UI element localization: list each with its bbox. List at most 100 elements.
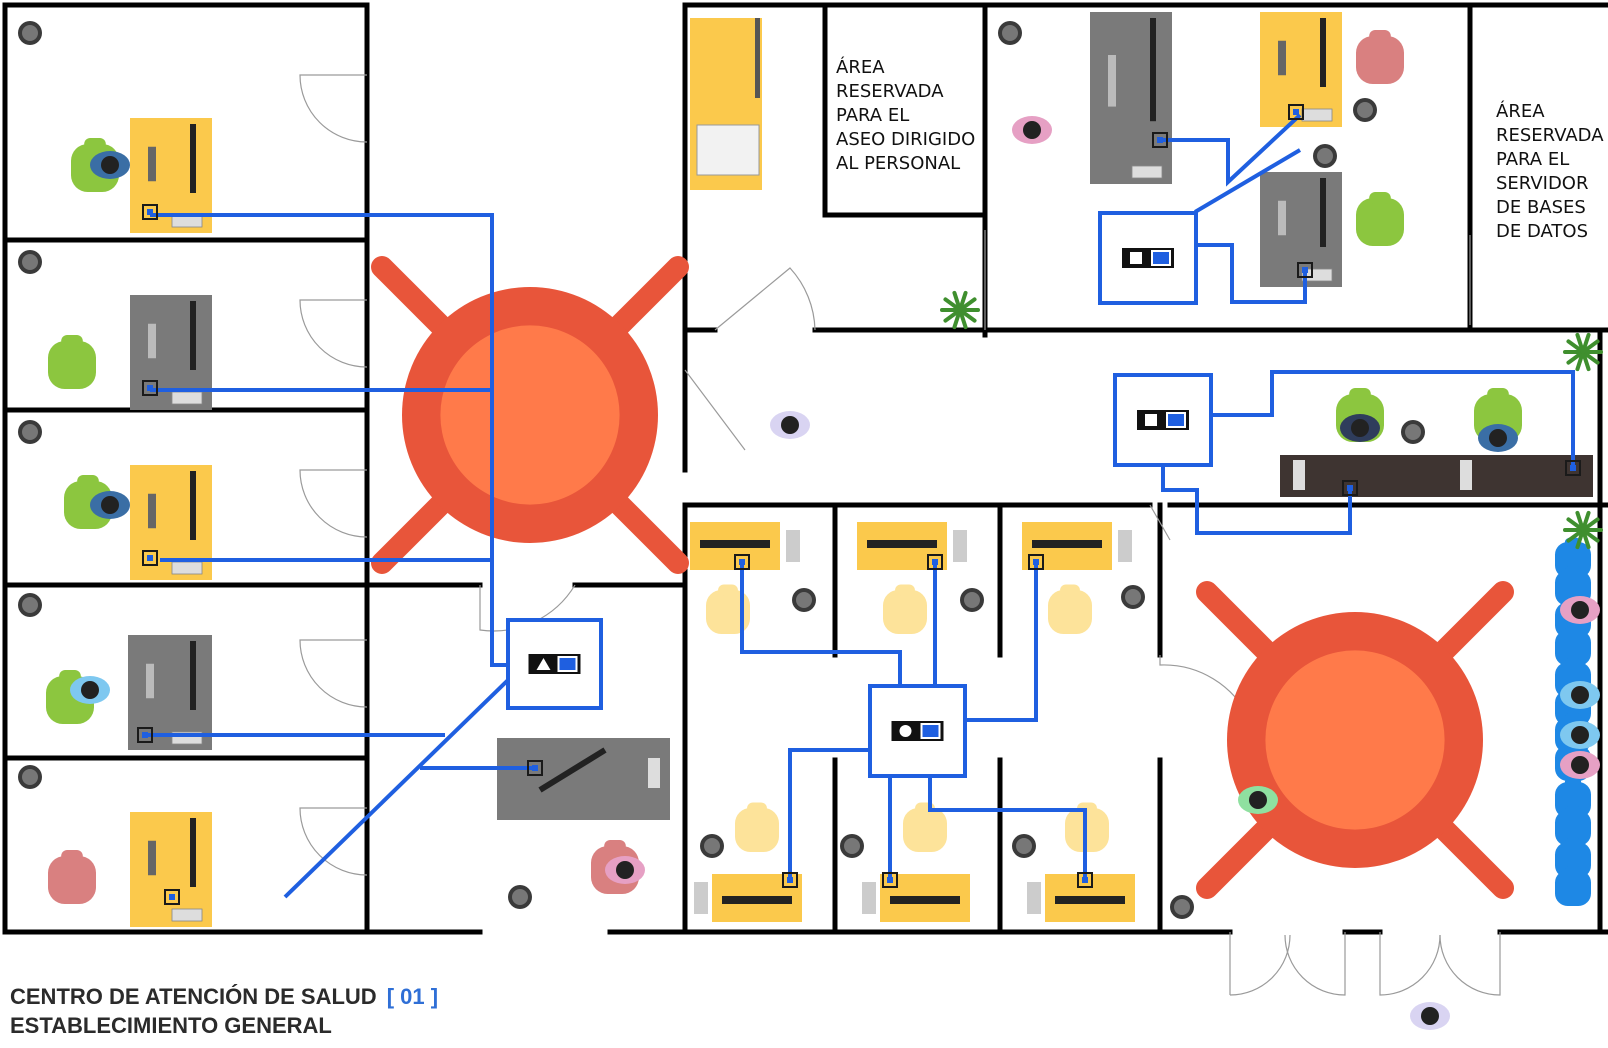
person-office-1 (90, 151, 130, 179)
person-entrance (1410, 1002, 1450, 1030)
network-cable-8 (1193, 148, 1302, 214)
chair-office-1-back (84, 138, 106, 150)
chair-admin-2-back (1369, 30, 1391, 42)
network-port-9-dot (1347, 485, 1353, 491)
desk-office-5-keyboard (148, 840, 156, 876)
network-switch-cubicles (868, 684, 967, 778)
chair-lab-back (604, 840, 626, 852)
desk-lab-monitor (538, 747, 607, 793)
network-port-0-dot (147, 209, 153, 215)
meeting-table-left (371, 256, 689, 574)
person-reception-1-head (1351, 419, 1369, 437)
desk-admin-3-keyboard (1278, 200, 1286, 236)
network-ports (137, 104, 1581, 905)
person-corridor-head (781, 416, 799, 434)
network-cable-14 (788, 748, 870, 880)
person-waiting-table-head (1249, 791, 1267, 809)
network-port-11-dot (739, 559, 745, 565)
chair-office-5-seat (48, 856, 96, 904)
chair-office-5 (48, 850, 96, 904)
network-port-13 (1028, 554, 1044, 570)
walls (2, 2, 1608, 935)
bin-11-inner (1125, 589, 1141, 605)
network-switch-offices (506, 618, 603, 710)
network-port-7-dot (1293, 109, 1299, 115)
circle-icon (899, 725, 912, 737)
desk-admin-1-keyboard (1108, 55, 1116, 107)
person-office-4-head (81, 681, 99, 699)
network-switch-reception-led (1166, 412, 1186, 428)
network-port-8 (1297, 262, 1313, 278)
person-waiting-3-head (1571, 726, 1589, 744)
door-4 (299, 807, 368, 876)
person-waiting-table (1238, 786, 1278, 814)
network-switch-admin (1098, 211, 1198, 305)
chair-admin-2-seat (1356, 36, 1404, 84)
chair-cubicle-3 (1048, 584, 1092, 634)
bin-8-inner (1317, 148, 1333, 164)
person-reception-2 (1478, 424, 1518, 452)
title-line-2: ESTABLECIMIENTO GENERAL (10, 1013, 332, 1038)
person-waiting-2-head (1571, 686, 1589, 704)
waiting-chair-6-seat (1555, 842, 1591, 878)
chair-cubicle-4 (735, 802, 779, 852)
desk-office-3-keyboard (148, 493, 156, 529)
bin-3-inner (22, 597, 38, 613)
chair-cubicle-5-seat (903, 808, 947, 852)
network-cable-0 (150, 213, 494, 562)
waiting-chair-6-back (1564, 837, 1582, 847)
waiting-chair-5b (1555, 805, 1591, 846)
network-port-1-dot (147, 385, 153, 391)
desk-lab-surface (497, 738, 670, 820)
desk-admin-1-cpu (1131, 165, 1163, 179)
meeting-table-right (1196, 581, 1514, 899)
network-port-13-dot (1033, 559, 1039, 565)
waiting-chair-5b-seat (1555, 810, 1591, 846)
network-cable-2 (490, 560, 508, 667)
network-port-16 (1077, 872, 1093, 888)
chair-cubicle-3-back (1060, 584, 1080, 596)
chair-admin-3-back (1369, 192, 1391, 204)
waiting-chair-2b (1555, 625, 1591, 666)
person-waiting-3 (1560, 721, 1600, 749)
bin-9-inner (796, 592, 812, 608)
door-15 (1439, 932, 1501, 996)
supply-printer (696, 124, 760, 176)
person-waiting-1-head (1571, 601, 1589, 619)
door-1 (299, 299, 368, 368)
network-port-7 (1288, 104, 1304, 120)
network-port-2 (142, 550, 158, 566)
chair-reception-2-back (1487, 388, 1509, 400)
triangle-icon (536, 658, 551, 670)
plant-1-leaf-9 (958, 297, 977, 312)
network-port-6 (1152, 132, 1168, 148)
door-0 (299, 74, 368, 143)
chair-cubicle-1 (706, 584, 750, 634)
meeting-table-right-inner (1265, 650, 1445, 830)
chair-cubicle-2-back (895, 584, 915, 596)
network-port-14 (782, 872, 798, 888)
network-switch-reception (1113, 373, 1213, 467)
network-switch-offices-led (557, 656, 578, 672)
waiting-chair-1b-back (1564, 565, 1582, 575)
network-port-3-dot (142, 732, 148, 738)
desk-cubicle-6 (1027, 874, 1135, 922)
desk-office-5-monitor (190, 818, 196, 887)
waiting-chair-4-back (1564, 712, 1582, 722)
desk-admin-2-keyboard (1278, 40, 1286, 76)
title-line-1: CENTRO DE ATENCIÓN DE SALUD (10, 984, 377, 1009)
network-port-3 (137, 727, 153, 743)
network-port-2-dot (147, 555, 153, 561)
door-2 (299, 469, 368, 538)
bin-6-inner (1002, 25, 1018, 41)
person-admin-1 (1012, 116, 1052, 144)
plant-2 (1563, 332, 1603, 372)
chair-cubicle-4-seat (735, 808, 779, 852)
door-13 (1284, 932, 1346, 996)
network-port-6-dot (1157, 137, 1163, 143)
desk-cubicle-1 (690, 522, 800, 570)
person-waiting-4 (1560, 751, 1600, 779)
desk-lab (497, 738, 670, 820)
desk-cubicle-1-cpu (786, 530, 800, 562)
waiting-chair-2b-seat (1555, 630, 1591, 666)
